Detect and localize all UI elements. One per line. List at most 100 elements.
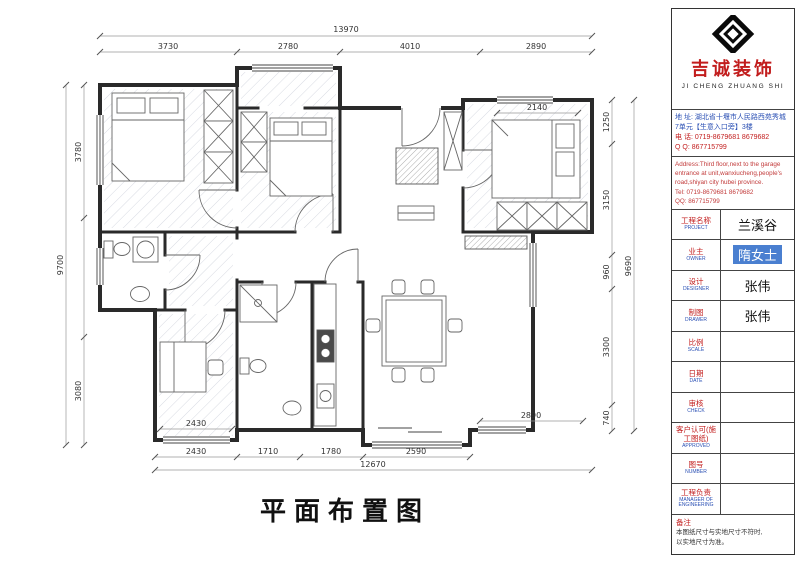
dim-label: 3300 <box>602 337 611 357</box>
wardrobe-middle <box>240 111 268 173</box>
titleblock-row-manager: 工程负责 MANAGER OF ENGINEERING <box>672 484 794 515</box>
wardrobe-top-right <box>496 201 588 231</box>
qq-line: Q Q: 867715799 <box>675 144 727 152</box>
dimension-bedroom-window: 2140 <box>493 103 582 117</box>
row-label: 图号 NUMBER <box>672 453 721 484</box>
dim-label: 9700 <box>56 255 65 275</box>
dim-label: 3150 <box>602 190 611 210</box>
dimensions-bottom: 2430 1710 1780 2590 12670 2430 2890 <box>151 411 596 474</box>
titleblock-rows: 工程名称 PROJECT 兰溪谷 业主 OWNER 隋女士 设计 DESIGNE… <box>672 209 794 554</box>
row-label: 审核 CHECK <box>672 392 721 423</box>
bathroom-center-fixtures <box>239 284 302 416</box>
titleblock-row-designer: 设计 DESIGNER 张伟 <box>672 270 794 302</box>
address-line: 7单元【生意入口旁】3楼 <box>675 124 753 132</box>
dimensions-top: 13970 3730 2780 4010 2890 <box>96 25 596 56</box>
company-logo-section: 吉诚装饰 JI CHENG ZHUANG SHI <box>672 9 794 110</box>
address-en-line: road,shiyan city hubei province. <box>675 179 764 187</box>
row-label-cn: 日期 <box>688 368 704 378</box>
dim-label: 2890 <box>521 411 541 420</box>
bed-top-left <box>111 92 185 182</box>
titleblock-row-check: 审核 CHECK <box>672 392 794 424</box>
row-label-en: CHECK <box>687 408 705 415</box>
dim-label: 960 <box>602 264 611 279</box>
titleblock-row-drawer: 制图 DRAWER 张伟 <box>672 301 794 332</box>
wardrobe-top-left <box>203 89 234 184</box>
address-en-line: entrance at unit,wanxiucheng,people's <box>675 170 782 177</box>
row-label: 设计 DESIGNER <box>672 270 721 301</box>
dim-label: 1710 <box>258 447 278 456</box>
row-label-en: MANAGER OF ENGINEERING <box>678 496 714 509</box>
plan-title: 平面布置图 <box>260 497 430 527</box>
address-en-line: Tel: 0719-8679681 8679682 <box>675 188 754 196</box>
owner-name-highlight: 隋女士 <box>732 245 782 265</box>
dining-set <box>365 279 463 383</box>
row-label-cn: 工程名称 <box>681 216 711 226</box>
row-label-cn: 图号 <box>688 459 704 469</box>
desk-study <box>159 341 224 393</box>
windows <box>96 64 553 449</box>
row-label-cn: 制图 <box>688 307 704 317</box>
dim-label: 1780 <box>321 447 341 456</box>
dimensions-left: 9700 3780 3080 <box>56 81 88 449</box>
row-label-cn: 比例 <box>688 338 704 348</box>
bed-top-right <box>491 119 581 199</box>
titleblock-row-owner: 业主 OWNER 隋女士 <box>672 240 794 271</box>
row-label: 日期 DATE <box>672 362 721 392</box>
dim-label: 4010 <box>400 42 420 51</box>
company-name-cn: 吉诚装饰 <box>691 59 775 79</box>
note-label: 备注 <box>676 517 691 527</box>
row-label-cn: 业主 <box>688 246 704 256</box>
dim-label: 1250 <box>602 112 611 132</box>
row-value: 张伟 <box>744 278 771 294</box>
company-address-en: Address:Third floor,next to the garage e… <box>672 157 794 210</box>
row-value <box>721 393 794 422</box>
row-value <box>721 362 794 391</box>
company-name-en: JI CHENG ZHUANG SHI <box>681 83 785 90</box>
note-line: 本图纸尺寸与实地尺寸不符时, <box>676 528 763 536</box>
dimensions-right: 1250 3150 960 3300 740 9690 <box>602 96 638 435</box>
row-label-cn: 客户认可(施工图纸) <box>676 425 716 443</box>
dim-label: 3780 <box>74 142 83 162</box>
row-label-en: DESIGNER <box>682 286 710 293</box>
row-label-en: DRAWER <box>684 316 708 323</box>
row-label-en: NUMBER <box>685 469 707 476</box>
row-value <box>721 423 794 452</box>
row-label-cn: 审核 <box>688 399 704 409</box>
row-value: 张伟 <box>744 309 771 325</box>
row-label-cn: 工程负责 <box>681 487 711 497</box>
dim-label: 2430 <box>186 447 206 456</box>
row-label-en: SCALE <box>687 347 705 354</box>
row-value <box>721 484 794 513</box>
bathroom-left-fixtures <box>103 236 159 302</box>
row-label: 业主 OWNER <box>672 240 721 270</box>
row-label-en: PROJECT <box>684 225 708 232</box>
dim-label: 9690 <box>624 256 633 276</box>
row-label: 客户认可(施工图纸) APPROVED <box>672 423 721 453</box>
row-label-cn: 设计 <box>688 277 704 287</box>
tv-cabinet <box>464 235 528 250</box>
note-line: 以实地尺寸为准。 <box>676 538 728 546</box>
titleblock-row-scale: 比例 SCALE <box>672 331 794 363</box>
titleblock-row-project: 工程名称 PROJECT 兰溪谷 <box>672 209 794 241</box>
interior-walls <box>98 83 535 442</box>
row-label: 制图 DRAWER <box>672 301 721 331</box>
row-label-en: DATE <box>689 377 703 384</box>
dim-label: 12670 <box>360 460 385 469</box>
entry-furniture <box>395 111 463 221</box>
row-value <box>721 332 794 361</box>
floor-plan-drawing: 13970 3730 2780 4010 2890 9700 3780 3080 <box>56 25 638 527</box>
kitchen-fixtures <box>313 283 337 427</box>
titleblock-row-approved: 客户认可(施工图纸) APPROVED <box>672 423 794 454</box>
bed-middle <box>269 117 333 197</box>
row-label: 工程负责 MANAGER OF ENGINEERING <box>672 484 721 514</box>
wall-openings <box>378 103 442 434</box>
row-label: 比例 SCALE <box>672 331 721 362</box>
address-en-line: Address:Third floor,next to the garage <box>675 160 781 168</box>
doors <box>164 107 502 351</box>
dim-label: 2140 <box>527 103 547 112</box>
address-en-line: QQ: 867715799 <box>675 198 720 206</box>
row-value: 兰溪谷 <box>737 217 777 233</box>
phone-line: 电 话: 0719-8679681 8679682 <box>675 134 770 142</box>
address-line: 地 址: 湖北省十堰市人民路西苑秀城 <box>675 114 786 121</box>
